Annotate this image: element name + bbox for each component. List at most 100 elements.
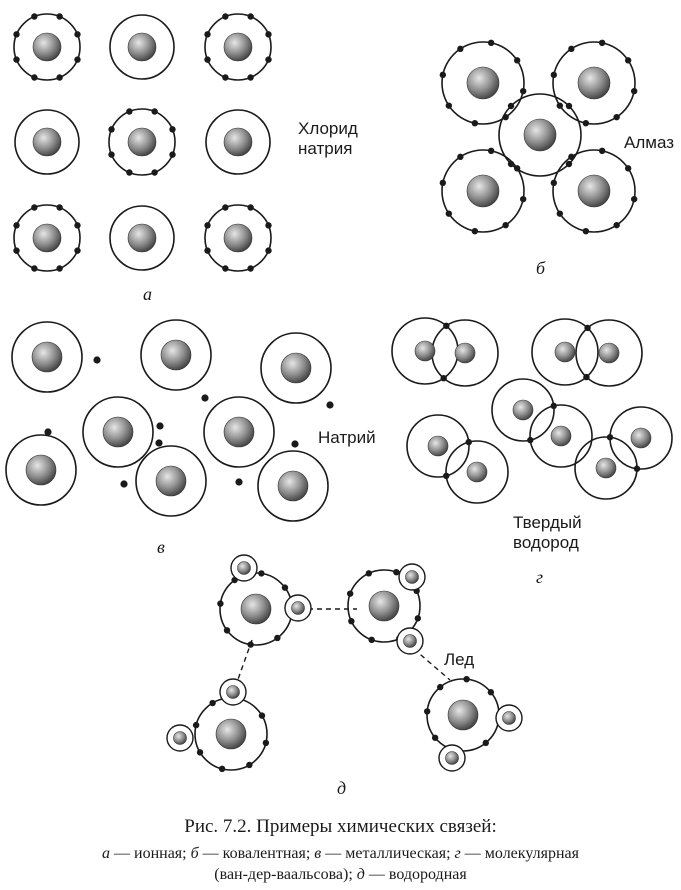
electron-dot — [265, 222, 272, 229]
electron-dot — [247, 74, 254, 81]
electron-dot — [204, 56, 211, 63]
chloride-ion-nucleus — [32, 32, 62, 62]
electron-dot — [258, 570, 265, 577]
hydrogen-nucleus — [414, 340, 436, 362]
panel-metallic-sodium — [5, 319, 334, 522]
electron-dot — [556, 210, 564, 217]
electron-dot — [56, 13, 63, 20]
carbon-atom-ring — [498, 93, 582, 177]
panel-letter-d: д — [337, 778, 347, 798]
electron-dot — [258, 712, 266, 719]
sodium-atom-ring — [203, 396, 275, 468]
electron-dot — [13, 247, 20, 254]
sodium-atom-ring — [135, 445, 207, 517]
electron-dot — [437, 683, 444, 691]
electron-dot — [222, 74, 229, 81]
chloride-ion-ring — [204, 204, 272, 272]
electron-dot — [169, 151, 176, 158]
sodium-atom-nucleus — [160, 339, 192, 371]
sodium-atom-nucleus — [155, 465, 187, 497]
electron-dot — [368, 636, 375, 644]
sodium-ion-nucleus — [32, 127, 62, 157]
electron-dot — [108, 126, 115, 133]
sodium-ion-ring — [109, 14, 175, 80]
electron-dot — [348, 617, 355, 625]
carbon-atom-ring — [552, 149, 636, 233]
electron-dot — [519, 195, 527, 203]
electron-dot — [487, 689, 495, 696]
electron-dot — [222, 13, 229, 20]
electron-dot — [613, 113, 620, 121]
electron-dot — [74, 31, 81, 38]
panel-hydrogen-ice — [166, 554, 523, 773]
electron-dot — [445, 102, 453, 109]
panel-letter-b: б — [536, 258, 546, 278]
label-diamond: Алмаз — [624, 133, 675, 152]
electron-dot — [457, 153, 464, 161]
shared-electron-dot — [527, 436, 534, 444]
panel-covalent-diamond — [439, 39, 638, 235]
figure-caption-legend: а — ионная; б — ковалентная; в — металли… — [102, 845, 579, 883]
oxygen-nucleus — [447, 699, 479, 731]
oxygen-nucleus — [240, 593, 272, 625]
chloride-ion-ring — [108, 108, 176, 176]
figure-caption-title: Рис. 7.2. Примеры химических связей: — [184, 816, 497, 837]
free-electron-dot — [326, 401, 334, 409]
electron-dot — [151, 169, 158, 176]
electron-dot — [74, 247, 81, 254]
electron-dot — [423, 708, 431, 715]
hydrogen-nucleus — [512, 399, 534, 421]
label-ice: Лед — [444, 650, 475, 669]
oxygen-nucleus — [368, 590, 400, 622]
electron-dot — [13, 56, 20, 63]
electron-dot — [196, 749, 204, 756]
hydrogen-orbit-ring — [531, 318, 599, 386]
sodium-atom-ring — [82, 396, 154, 468]
hydrogen-nucleus — [427, 435, 449, 457]
electron-dot — [487, 147, 495, 155]
electron-dot — [630, 87, 638, 95]
chloride-ion-ring — [13, 13, 81, 81]
electron-dot — [223, 627, 231, 634]
shared-electron-dot — [633, 465, 641, 472]
hydrogen-orbit-ring — [406, 414, 470, 478]
carbon-atom-ring — [441, 41, 525, 125]
sodium-atom-nucleus — [102, 416, 134, 448]
hydrogen-nucleus — [554, 341, 576, 363]
sodium-ion-ring — [14, 109, 80, 175]
sodium-ion-ring — [109, 205, 175, 271]
electron-dot — [31, 265, 38, 272]
free-electron-dot — [291, 440, 299, 448]
electron-dot — [463, 675, 470, 683]
chloride-ion-nucleus — [223, 32, 253, 62]
electron-dot — [624, 165, 632, 172]
hydrogen-nucleus — [454, 342, 476, 364]
electron-dot — [507, 160, 515, 168]
electron-dot — [13, 31, 20, 38]
electron-dot — [265, 56, 272, 63]
electron-dot — [519, 87, 527, 95]
electron-dot — [365, 570, 373, 577]
sodium-atom-nucleus — [277, 470, 309, 502]
electron-dot — [209, 699, 216, 707]
hydrogen-nucleus — [502, 711, 516, 725]
electron-dot — [582, 227, 590, 235]
shared-electron-dot — [584, 324, 591, 332]
sodium-atom-ring — [260, 332, 332, 404]
electron-dot — [281, 584, 289, 591]
electron-dot — [13, 222, 20, 229]
electron-dot — [108, 151, 115, 158]
electron-dot — [74, 56, 81, 63]
electron-dot — [502, 221, 509, 229]
electron-dot — [613, 221, 620, 229]
electron-dot — [582, 119, 590, 127]
electron-dot — [222, 204, 229, 211]
label-sodium: Натрий — [318, 428, 376, 447]
sodium-ion-nucleus — [127, 32, 157, 62]
panel-ionic-nacl — [13, 13, 272, 272]
electron-dot — [222, 265, 229, 272]
electron-dot — [439, 71, 447, 79]
